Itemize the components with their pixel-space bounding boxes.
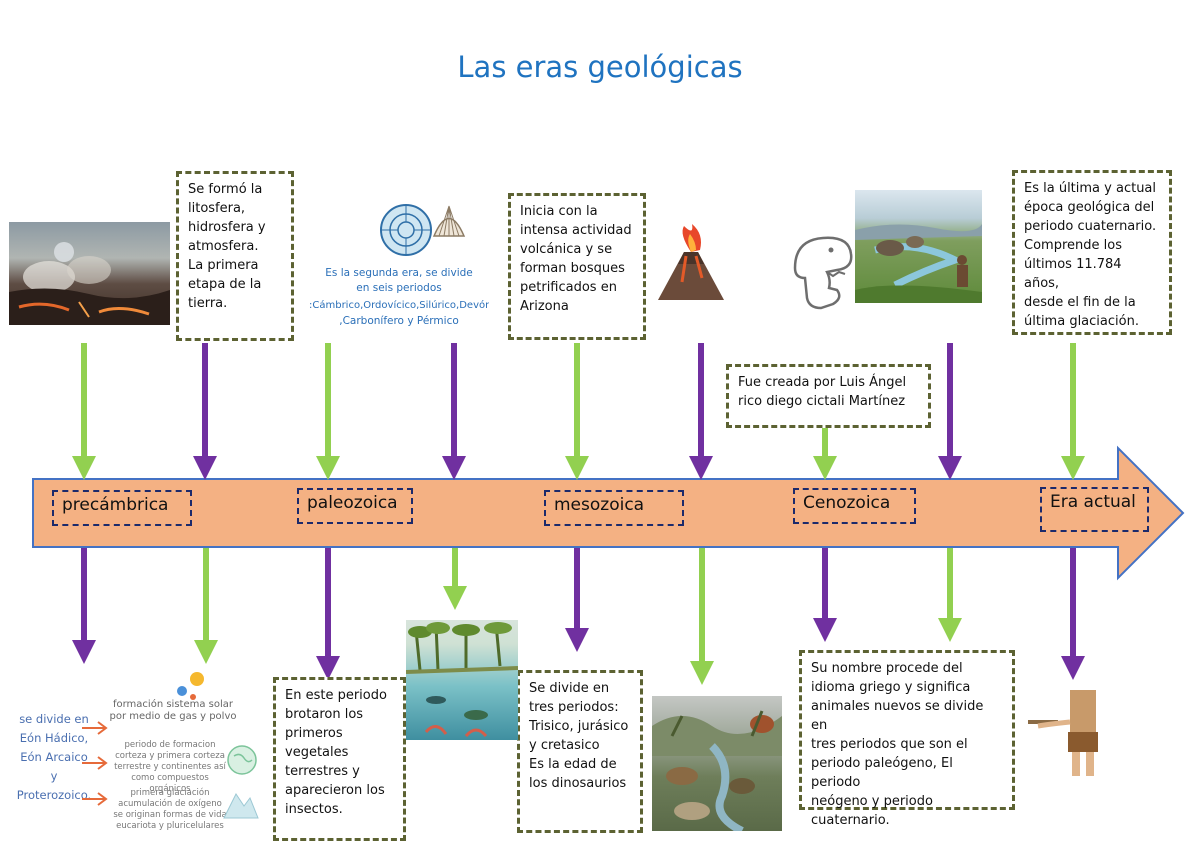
precambrica-item2: periodo de formacion corteza y primera c… (114, 740, 226, 794)
paleozoica-image-line4: ,Carbonífero y Pérmico (339, 315, 459, 327)
precambrica-eons-text: se divide en Eón Hádico, Eón Arcaico y P… (16, 712, 92, 802)
paleozoica-image-line1: Es la segunda era, se divide (325, 267, 473, 279)
orange-pointer-arrows (82, 721, 108, 806)
precambrica-item3: primera glaciación acumulación de oxígen… (113, 788, 227, 831)
timeline-arrow (32, 445, 1185, 581)
glacier-icon (223, 793, 259, 819)
era-label-cenozoica: Cenozoica (793, 488, 916, 524)
ammonite-icon (380, 204, 432, 256)
human-figure-image (1028, 690, 1098, 776)
solar-system-icon (177, 672, 204, 700)
era-label-actual: Era actual (1040, 487, 1149, 532)
earth-icon (227, 745, 257, 775)
paleozoica-image-line3: :Cámbrico,Ordovícico,Silúrico,Devónico (309, 300, 489, 311)
paleozoica-sea-image (406, 620, 518, 740)
author-box: Fue creada por Luis Ángel rico diego cic… (726, 364, 931, 428)
era-label-precambrica: precámbrica (52, 490, 192, 526)
dinosaur-icon (793, 236, 853, 310)
precambrica-item1: formación sistema solar por medio de gas… (109, 699, 237, 722)
paleozoica-info-image: Es la segunda era, se divide en seis per… (309, 196, 489, 336)
paleozoica-description-box: En este periodo brotaron los primeros ve… (273, 677, 406, 841)
mesozoica-periods-box: Se divide en tres periodos: Trisico, jur… (517, 670, 643, 833)
era-actual-description-box: Es la última y actual época geológica de… (1012, 170, 1172, 335)
cenozoica-landscape-image (855, 190, 982, 303)
shell-icon (432, 205, 466, 237)
mesozoica-dinosaurs-image (652, 696, 782, 831)
precambrica-description-box: Se formó la litosfera, hidrosfera y atmo… (176, 171, 294, 341)
cenozoica-description-box: Su nombre procede del idioma griego y si… (799, 650, 1015, 828)
mesozoica-description-box: Inicia con la intensa actividad volcánic… (508, 193, 646, 340)
era-label-paleozoica: paleozoica (297, 488, 413, 524)
page-title: Las eras geológicas (457, 50, 743, 84)
volcano-icon (658, 224, 724, 300)
era-label-mesozoica: mesozoica (544, 490, 684, 526)
volcanic-landscape-image (9, 222, 170, 325)
paleozoica-image-line2: en seis periodos (356, 282, 442, 294)
